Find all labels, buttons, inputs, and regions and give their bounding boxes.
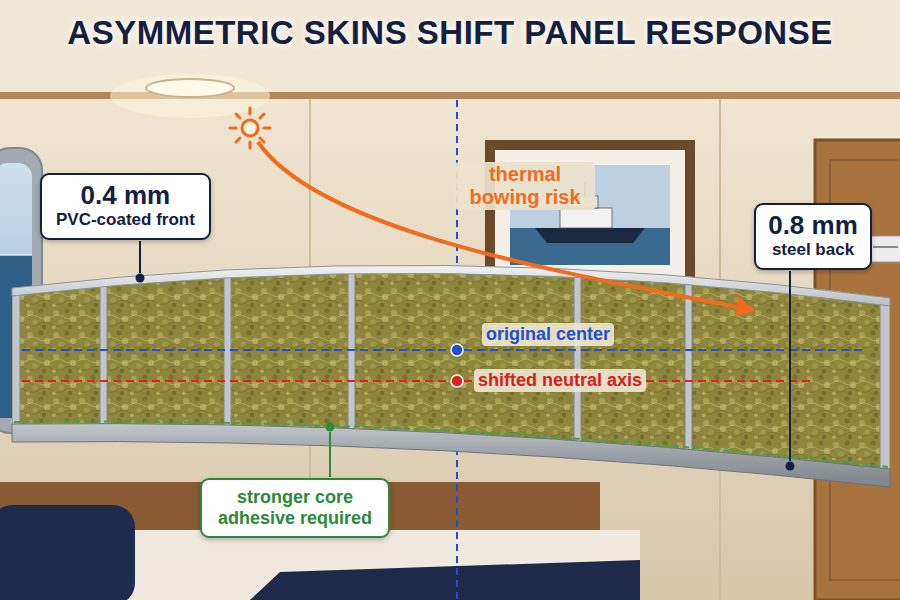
axis-label: shifted neutral axis	[474, 369, 646, 392]
callout-box: 0.4 mmPVC-coated front	[40, 173, 211, 240]
callout-box: 0.8 mmsteel back	[754, 203, 872, 270]
callout-text: PVC-coated front	[56, 210, 195, 230]
title: ASYMMETRIC SKINS SHIFT PANEL RESPONSE	[0, 14, 900, 52]
axis-label: original center	[482, 323, 614, 346]
callout-text: steel back	[768, 240, 858, 260]
callout-box: stronger core adhesive required	[200, 478, 390, 538]
dimension-text: 0.4 mm	[56, 181, 195, 211]
dimension-text: 0.8 mm	[768, 211, 858, 241]
effect-label: thermal bowing risk	[455, 162, 595, 210]
callout-text: stronger core adhesive required	[210, 487, 380, 528]
